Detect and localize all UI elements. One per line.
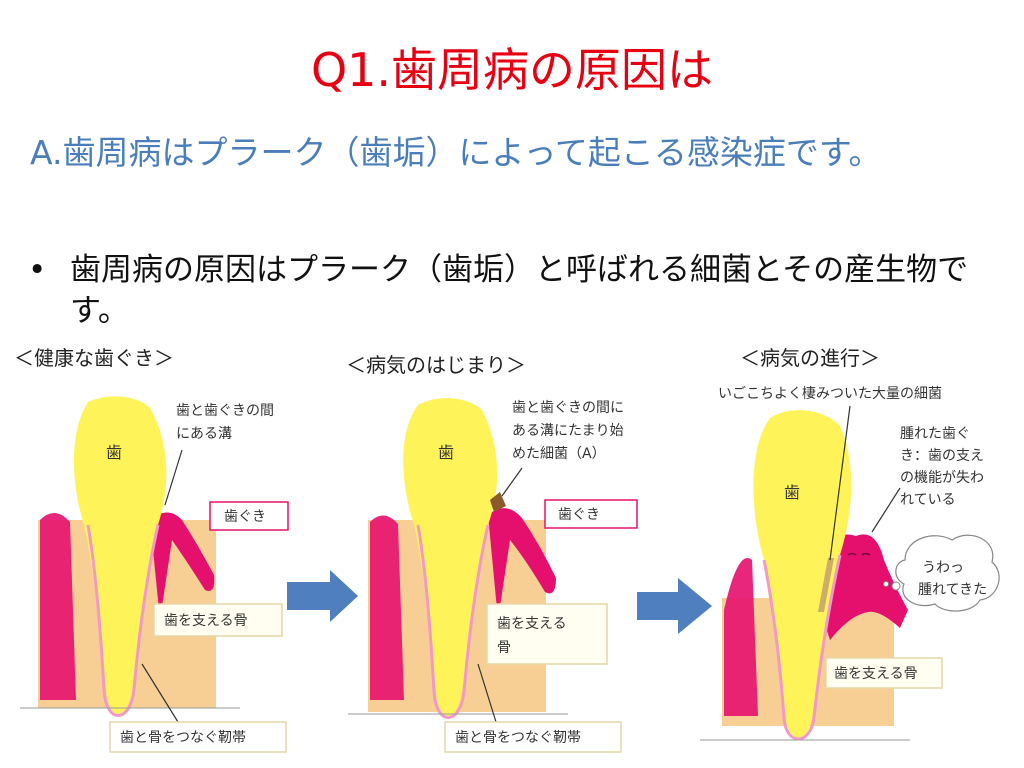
plaque-deposit [490, 492, 506, 512]
ligament-line [416, 524, 490, 719]
tooth-text: 歯 [438, 443, 454, 462]
progress-arrow-1 [287, 570, 358, 622]
bone-box [825, 657, 943, 689]
swollen-note-line-2: き：歯の支え [900, 448, 984, 464]
ligament-box [444, 721, 622, 753]
bacteria-colony [818, 558, 834, 612]
gap-pointer [501, 467, 523, 497]
bullet-text: 歯周病の原因はプラーク（歯垢）と呼ばれる細菌とその産生物です。 [70, 252, 969, 329]
ligament-box-text: 歯と骨をつなぐ靭帯 [455, 730, 581, 746]
tooth [753, 410, 852, 738]
stage-healthy-illustration: 歯 歯と歯ぐきの間 にある溝 歯ぐき 歯を支える骨 歯と骨をつなぐ靭帯 [20, 396, 289, 753]
slide-title: Q1.歯周病の原因は [310, 43, 714, 97]
swollen-note-line-3: の機能が失わ [900, 470, 984, 486]
gum-box [209, 501, 289, 531]
bone-box-text: 歯を支える骨 [834, 666, 918, 682]
tooth-text: 歯 [784, 483, 800, 502]
gum-left [370, 515, 404, 700]
gum-right [488, 508, 556, 620]
speech-bubble [895, 534, 1000, 612]
stage-label-healthy: ＜健康な歯ぐき＞ [14, 346, 174, 370]
bone-box-line-1: 歯を支える [497, 616, 567, 632]
tooth-text: 歯 [106, 443, 122, 462]
bone-box-text: 歯を支える骨 [164, 613, 248, 629]
progress-arrow-2 [637, 578, 712, 634]
face-eye-left [847, 552, 857, 556]
bullet-item: • 歯周病の原因はプラーク（歯垢）と呼ばれる細菌とその産生物です。 [28, 250, 1003, 332]
gum-left [724, 558, 758, 716]
gum-right [150, 512, 215, 620]
stage-label-advanced: ＜病気の進行＞ [740, 346, 880, 370]
speech-dot [891, 581, 901, 591]
ligament-box-text: 歯と骨をつなぐ靭帯 [120, 730, 246, 746]
gap-note-line-1: 歯と歯ぐきの間 [176, 403, 274, 419]
bacteria-pointer [829, 405, 851, 561]
ligament-line [86, 524, 160, 717]
answer-text: A.歯周病はプラーク（歯垢）によって起こる感染症です。 [30, 133, 882, 172]
ligament-pointer [141, 663, 179, 723]
gum-swollen [820, 534, 908, 640]
bacteria-note: いごこちよく棲みついた大量の細菌 [718, 386, 942, 402]
bone-box-line-2: 骨 [497, 640, 511, 656]
gum-box [544, 499, 638, 529]
speech-line-2: 腫れてきた [918, 582, 987, 598]
gap-note-line-1: 歯と歯ぐきの間に [512, 400, 624, 416]
bone-box [153, 603, 283, 637]
ligament-line [762, 554, 842, 741]
gap-note-line-2: にある溝 [176, 426, 232, 442]
speech-dot [883, 581, 889, 587]
gap-pointer [164, 449, 183, 506]
bone-box [486, 603, 608, 665]
tooth [403, 398, 498, 716]
swollen-note-line-1: 腫れた歯ぐ [900, 426, 970, 442]
ligament-pointer [477, 663, 497, 723]
gum-box-text: 歯ぐき [558, 507, 600, 523]
ligament-box [109, 721, 287, 753]
gap-note-line-2: ある溝にたまり始 [512, 423, 624, 439]
swollen-note-line-4: れている [900, 492, 956, 508]
stage-advanced-illustration: 歯 いごこちよく棲みついた大量の細菌 腫れた歯ぐ き：歯の支え の機能が失わ れ… [700, 386, 1000, 741]
gum-left [40, 512, 76, 700]
gap-note-line-3: めた細菌（A） [512, 446, 606, 462]
tooth [73, 396, 167, 714]
gum-box-text: 歯ぐき [224, 509, 266, 525]
face-eye-right [861, 552, 871, 556]
stage-early-illustration: 歯 歯と歯ぐきの間に ある溝にたまり始 めた細菌（A） 歯ぐき 歯を支える 骨 … [348, 398, 638, 753]
bullet-marker: • [28, 252, 47, 288]
stage-label-early: ＜病気のはじまり＞ [346, 353, 526, 377]
speech-line-1: うわっ [922, 560, 964, 576]
swollen-pointer [871, 487, 901, 533]
